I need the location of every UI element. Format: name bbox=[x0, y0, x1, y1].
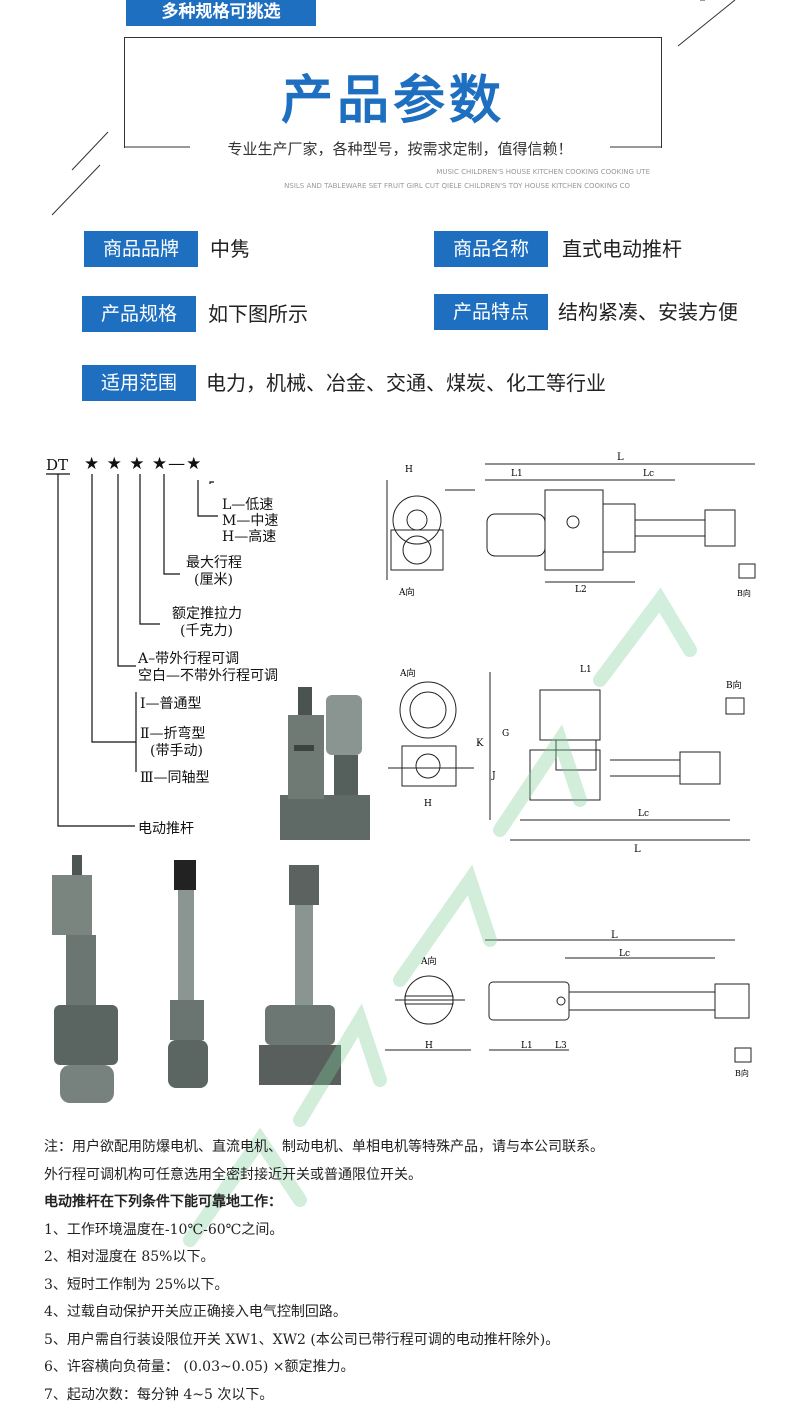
feature-label: 产品特点 bbox=[434, 294, 548, 330]
a-view-3: A向 bbox=[420, 955, 437, 967]
technical-drawing-type-1: L Lc L1 L2 H A向 B向 bbox=[386, 452, 756, 598]
scope-label: 适用范围 bbox=[82, 365, 196, 401]
feature-value: 结构紧凑、安装方便 bbox=[558, 300, 738, 324]
thrust-unit: (千克力) bbox=[180, 623, 233, 639]
note-line-6: 3、短时工作制为 25%以下。 bbox=[44, 1276, 229, 1293]
dim-l1-3: L1 bbox=[521, 1041, 533, 1051]
dim-g-2: G bbox=[502, 729, 509, 739]
stroke-unit: (厘米) bbox=[194, 572, 233, 588]
dim-h-3: H bbox=[425, 1041, 433, 1051]
dim-lc-2: Lc bbox=[638, 809, 649, 819]
note-line-1: 注：用户欲配用防爆电机、直流电机、制动电机、单相电机等特殊产品，请与本公司联系。 bbox=[44, 1139, 604, 1155]
base-name: 电动推杆 bbox=[138, 821, 194, 837]
b-view-3: B向 bbox=[735, 1068, 749, 1078]
type-1: Ⅰ—普通型 bbox=[140, 696, 202, 712]
note-line-3: 电动推杆在下列条件下能可靠地工作： bbox=[44, 1194, 282, 1210]
product-photo-type-3 bbox=[168, 860, 208, 1088]
header-decor-lines bbox=[51, 0, 736, 216]
type-2: Ⅱ—折弯型 bbox=[140, 726, 206, 742]
dim-l1-1: L1 bbox=[511, 469, 523, 479]
stroke-text: 最大行程 bbox=[186, 555, 242, 571]
page-subtitle: 专业生产厂家，各种型号，按需求定制，值得信赖！ bbox=[190, 138, 610, 159]
dim-l-1: L bbox=[617, 452, 624, 463]
b-view-1: B向 bbox=[737, 588, 751, 598]
english-line-2: NSILS AND TABLEWARE SET FRUIT GIRL CUT Q… bbox=[284, 182, 630, 190]
dim-h-1: H bbox=[405, 465, 413, 475]
dim-lc-1: Lc bbox=[643, 469, 654, 479]
dim-k-2: K bbox=[476, 738, 484, 749]
speed-mid: M—中速 bbox=[222, 513, 279, 529]
b-view-2: B向 bbox=[726, 679, 742, 691]
dim-l-2: L bbox=[634, 844, 641, 855]
spec-tag: 多种规格可挑选 bbox=[126, 0, 316, 26]
dim-h-2: H bbox=[424, 799, 432, 809]
speed-high: H—高速 bbox=[222, 529, 277, 545]
note-line-5: 2、相对湿度在 85%以下。 bbox=[44, 1249, 215, 1265]
note-line-7: 4、过载自动保护开关应正确接入电气控制回路。 bbox=[44, 1304, 347, 1320]
dim-j-2: J bbox=[491, 771, 496, 781]
watermark-pattern bbox=[183, 587, 697, 1247]
brand-label: 商品品牌 bbox=[84, 231, 198, 267]
product-photo-type-2 bbox=[280, 687, 370, 840]
type-2-note: (带手动) bbox=[150, 743, 203, 759]
spec-value: 如下图所示 bbox=[208, 302, 308, 326]
dim-lc-3: Lc bbox=[619, 949, 630, 959]
model-prefix: DT bbox=[46, 456, 69, 474]
note-line-4: 1、工作环境温度在-10℃-60℃之间。 bbox=[44, 1221, 284, 1238]
name-label: 商品名称 bbox=[434, 231, 548, 267]
adjust-blank: 空白—不带外行程可调 bbox=[138, 668, 278, 684]
a-view-1: A向 bbox=[398, 586, 415, 598]
product-photo-type-4 bbox=[259, 865, 341, 1085]
type-3: Ⅲ—同轴型 bbox=[140, 770, 210, 786]
note-line-2: 外行程可调机构可任意选用全密封接近开关或普通限位开关。 bbox=[44, 1166, 422, 1183]
technical-drawing-type-2: A向 B向 K G J H Lc L L1 bbox=[388, 665, 750, 855]
english-line-1: MUSIC CHILDREN'S HOUSE KITCHEN COOKING C… bbox=[436, 168, 650, 176]
spec-label: 产品规格 bbox=[82, 296, 196, 332]
note-line-10: 7、起动次数：每分钟 4~5 次以下。 bbox=[44, 1386, 274, 1403]
product-photo-type-1 bbox=[52, 855, 118, 1103]
note-line-8: 5、用户需自行装设限位开关 XW1、XW2 (本公司已带行程可调的电动推杆除外)… bbox=[44, 1331, 560, 1348]
note-line-9: 6、许容横向负荷量： (0.03~0.05) ×额定推力。 bbox=[44, 1359, 355, 1375]
dim-l3-3: L3 bbox=[555, 1041, 567, 1051]
dim-l2-1: L2 bbox=[575, 585, 587, 595]
dim-l-3: L bbox=[611, 930, 618, 941]
model-code-tree-lines bbox=[46, 473, 218, 827]
name-value: 直式电动推杆 bbox=[562, 237, 682, 261]
model-stars: ★ ★ ★ ★—★ bbox=[84, 454, 203, 474]
scope-value: 电力，机械、冶金、交通、煤炭、化工等行业 bbox=[206, 371, 606, 395]
header-frame bbox=[124, 37, 662, 148]
thrust-text: 额定推拉力 bbox=[172, 606, 242, 622]
notes-section: 注：用户欲配用防爆电机、直流电机、制动电机、单相电机等特殊产品，请与本公司联系。… bbox=[44, 1134, 764, 1409]
a-view-2: A向 bbox=[399, 667, 416, 679]
brand-value: 中隽 bbox=[210, 237, 250, 261]
speed-low: L—低速 bbox=[222, 497, 274, 513]
adjust-a: A–带外行程可调 bbox=[138, 651, 240, 667]
technical-drawing-type-3: L Lc A向 H L1 L3 B向 bbox=[385, 930, 752, 1078]
page-title: 产品参数 bbox=[280, 71, 505, 131]
dim-l1-2: L1 bbox=[580, 665, 592, 675]
